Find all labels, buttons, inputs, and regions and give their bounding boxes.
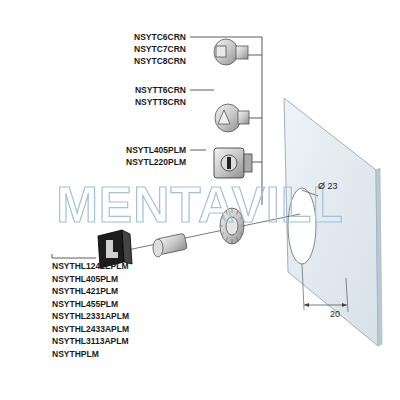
dimension-line (304, 305, 347, 306)
part-number: NSYTC7CRN (134, 45, 186, 54)
part-number: NSYTHL3113APLM (52, 337, 129, 346)
part-number: NSYTL220PLM (126, 158, 186, 167)
part-number: NSYTHL2331APLM (52, 312, 129, 321)
part-number: NSYTHL2433APLM (52, 325, 129, 334)
part-number: NSYTHPLM (52, 350, 99, 359)
part-number: NSYTT8CRN (135, 98, 186, 107)
key-lock-insert (214, 148, 252, 178)
part-number: NSYTL405PLM (126, 146, 186, 155)
part-number: NSYTHL455PLM (52, 300, 118, 309)
part-number: NSYTHL405PLM (52, 275, 118, 284)
part-number: NSYTHL1242EPLM (52, 262, 129, 271)
square-insert (214, 39, 248, 65)
dimension-arrow (304, 303, 347, 307)
dimension-line (346, 278, 348, 312)
panel-edge (376, 168, 382, 346)
part-number: NSYTC6CRN (134, 33, 186, 42)
dimension: 20 (330, 310, 340, 319)
triangle-insert (215, 104, 249, 132)
part-number: NSYTT6CRN (135, 86, 186, 95)
dimension-line (302, 264, 304, 310)
watermark: MENTAVILL (56, 180, 344, 230)
lock-cylinder (153, 233, 187, 257)
part-number: NSYTC8CRN (134, 57, 186, 66)
part-number: NSYTHL421PLM (52, 287, 118, 296)
leader-bracket (52, 254, 96, 258)
dimension: Ø 23 (318, 182, 338, 191)
